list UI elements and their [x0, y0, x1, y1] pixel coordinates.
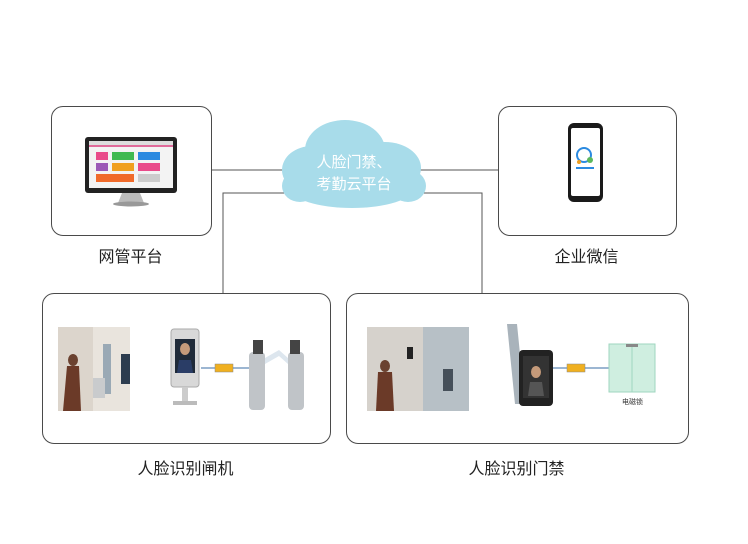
gate-illustration: [58, 327, 304, 411]
face-terminal-icon: [170, 328, 200, 405]
magnetic-lock-label: 电磁锁: [622, 398, 643, 406]
wechat-label: 企业微信: [554, 247, 619, 266]
cloud-title: 人脸门禁、 考勤云平台: [290, 151, 418, 195]
cloud-line-2: 考勤云平台: [316, 175, 392, 193]
admin-platform-label: 网管平台: [98, 247, 163, 266]
face-door-box: 电磁锁: [346, 293, 689, 444]
face-door-label: 人脸识别门禁: [468, 459, 565, 478]
controller-icon: [201, 363, 249, 373]
face-gate-label: 人脸识别闸机: [137, 459, 234, 478]
door-terminal-icon: [507, 324, 553, 406]
monitor-icon: [85, 137, 177, 207]
admin-platform-box: [51, 106, 212, 236]
link-door-cloud: [420, 192, 483, 293]
door-controller-icon: [553, 363, 609, 373]
enterprise-wechat-logo-icon: [576, 147, 593, 164]
door-illustration: [367, 324, 656, 411]
door-photo: [367, 327, 469, 411]
glass-door-icon: [608, 343, 656, 393]
wechat-box: [498, 106, 677, 236]
cloud-line-1: 人脸门禁、: [316, 153, 392, 171]
gate-photo: [58, 327, 130, 411]
face-gate-box: [42, 293, 331, 444]
turnstile-icon: [249, 340, 304, 410]
phone-icon: [568, 123, 603, 202]
link-gate-cloud: [222, 192, 300, 293]
